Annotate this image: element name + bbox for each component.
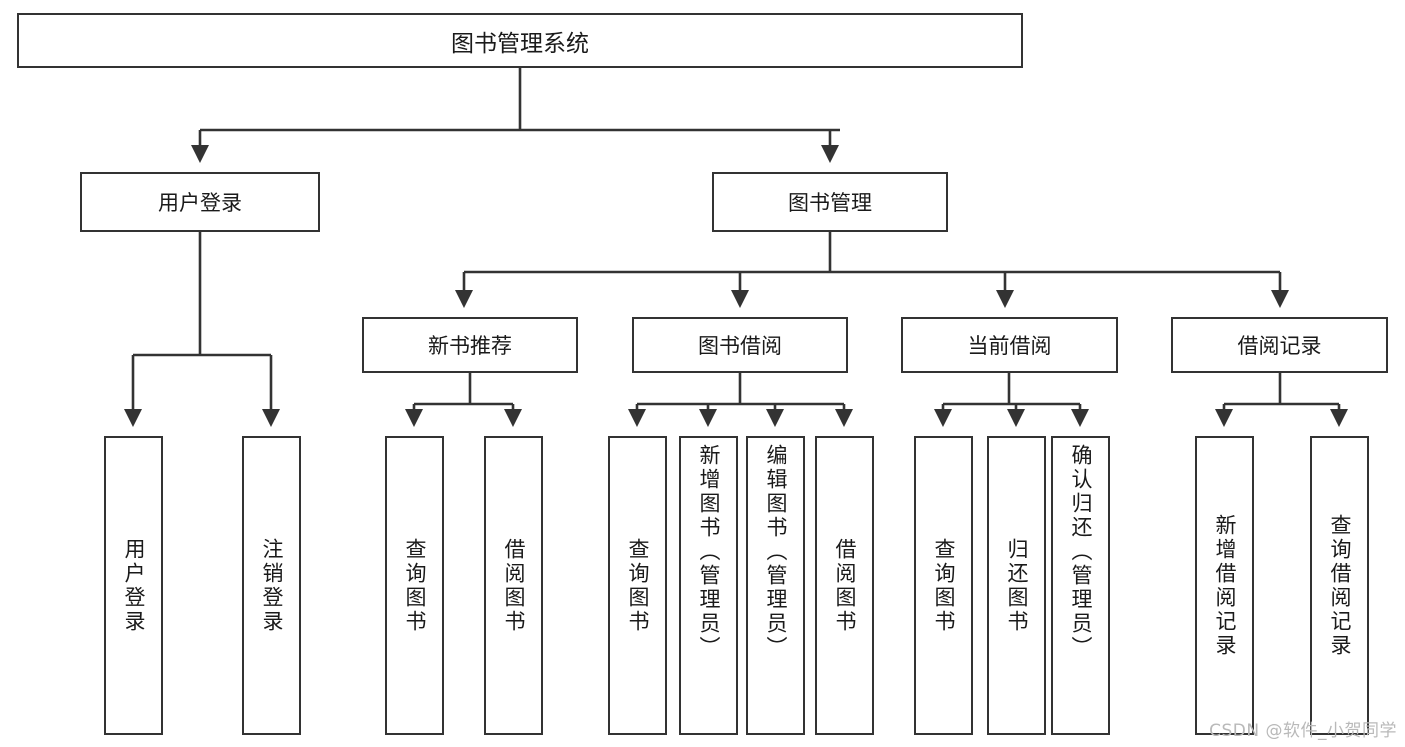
node-label: 用户登录 bbox=[122, 537, 146, 634]
edge-current-borrow-to-leaves bbox=[933, 373, 1090, 428]
node-label: 借阅图书 bbox=[833, 537, 857, 634]
node-label: 注销登录 bbox=[260, 537, 284, 634]
node-leaf-query-record[interactable]: 查询借阅记录 bbox=[1310, 436, 1369, 735]
node-label: 确认归还（管理员） bbox=[1069, 444, 1093, 660]
node-label: 编辑图书（管理员） bbox=[764, 444, 788, 660]
edge-book-borrow-to-leaves bbox=[627, 373, 854, 428]
node-label: 新增图书（管理员） bbox=[697, 444, 721, 660]
node-label: 当前借阅 bbox=[967, 334, 1052, 358]
node-label: 图书管理 bbox=[788, 191, 872, 215]
node-leaf-query-book-2[interactable]: 查询图书 bbox=[608, 436, 667, 735]
node-leaf-add-book[interactable]: 新增图书（管理员） bbox=[679, 436, 738, 735]
node-leaf-user-login[interactable]: 用户登录 bbox=[104, 436, 163, 735]
node-book-borrow[interactable]: 图书借阅 bbox=[632, 317, 848, 373]
edge-user-login-to-leaves bbox=[123, 232, 281, 428]
node-leaf-add-record[interactable]: 新增借阅记录 bbox=[1195, 436, 1254, 735]
node-leaf-confirm-return[interactable]: 确认归还（管理员） bbox=[1051, 436, 1110, 735]
node-label: 新增借阅记录 bbox=[1213, 513, 1237, 658]
node-leaf-return-book[interactable]: 归还图书 bbox=[987, 436, 1046, 735]
node-user-login[interactable]: 用户登录 bbox=[80, 172, 320, 232]
node-label: 查询图书 bbox=[403, 537, 427, 634]
node-leaf-query-book-3[interactable]: 查询图书 bbox=[914, 436, 973, 735]
node-leaf-borrow-book-2[interactable]: 借阅图书 bbox=[815, 436, 874, 735]
edge-root-to-level1 bbox=[190, 68, 840, 164]
node-leaf-borrow-book-1[interactable]: 借阅图书 bbox=[484, 436, 543, 735]
node-leaf-edit-book[interactable]: 编辑图书（管理员） bbox=[746, 436, 805, 735]
node-label: 新书推荐 bbox=[428, 334, 512, 358]
node-label: 借阅图书 bbox=[502, 537, 526, 634]
node-book-manage[interactable]: 图书管理 bbox=[712, 172, 948, 232]
node-label: 查询图书 bbox=[932, 537, 956, 634]
edge-borrow-record-to-leaves bbox=[1214, 373, 1349, 428]
node-label: 借阅记录 bbox=[1237, 334, 1322, 358]
node-leaf-query-book-1[interactable]: 查询图书 bbox=[385, 436, 444, 735]
node-new-book-recommend[interactable]: 新书推荐 bbox=[362, 317, 578, 373]
node-current-borrow[interactable]: 当前借阅 bbox=[901, 317, 1118, 373]
node-root-system[interactable]: 图书管理系统 bbox=[17, 13, 1023, 68]
node-label: 归还图书 bbox=[1005, 537, 1029, 634]
node-label: 图书管理系统 bbox=[451, 30, 589, 57]
node-label: 查询图书 bbox=[626, 537, 650, 634]
node-borrow-record[interactable]: 借阅记录 bbox=[1171, 317, 1388, 373]
node-label: 查询借阅记录 bbox=[1328, 513, 1352, 658]
node-label: 用户登录 bbox=[158, 191, 242, 215]
node-label: 图书借阅 bbox=[698, 334, 782, 358]
node-leaf-logout[interactable]: 注销登录 bbox=[242, 436, 301, 735]
edge-new-book-recommend-to-leaves bbox=[404, 373, 523, 428]
edge-book-manage-to-level2 bbox=[454, 232, 1290, 309]
